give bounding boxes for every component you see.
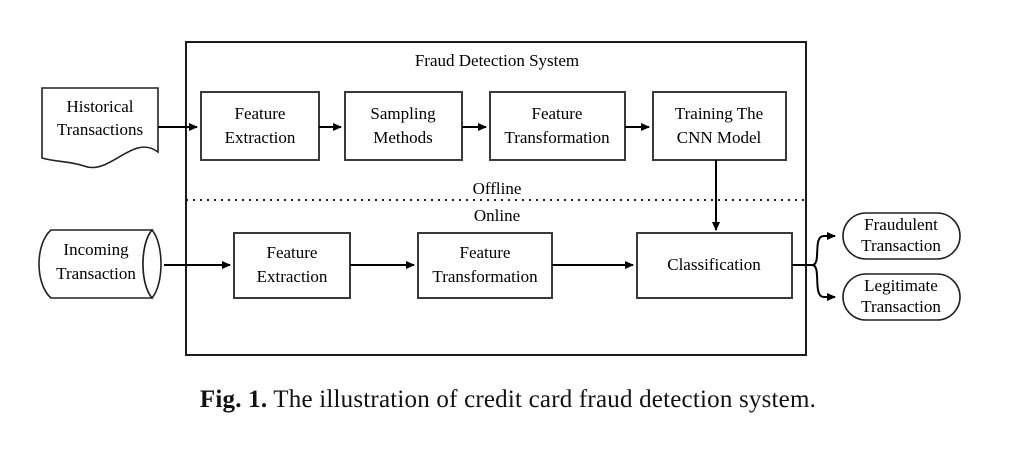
node-label-line2: CNN Model: [677, 128, 762, 147]
node-classification: Classification: [636, 232, 793, 299]
node-offline-training-cnn-model: Training The CNN Model: [652, 91, 787, 161]
node-label-line2: Transaction: [861, 297, 941, 316]
node-online-feature-extraction: Feature Extraction: [233, 232, 351, 299]
cylinder-cap: [142, 228, 162, 300]
arrow-classification-to-fraudulent: [811, 232, 836, 266]
frame-title: Fraud Detection System: [415, 51, 579, 70]
process-box: [233, 232, 351, 299]
process-box: [344, 91, 463, 161]
node-incoming-transaction: Incoming Transaction: [38, 228, 162, 300]
process-box: [636, 232, 793, 299]
node-fraudulent-transaction: Fraudulent Transaction: [842, 212, 961, 260]
online-phase-label: Online: [474, 206, 520, 225]
node-label-line1: Legitimate: [864, 276, 938, 295]
process-box: [200, 91, 320, 161]
node-offline-feature-extraction: Feature Extraction: [200, 91, 320, 161]
node-label-line1: Historical: [66, 97, 133, 116]
node-offline-feature-transformation: Feature Transformation: [489, 91, 626, 161]
node-label-line2: Transformation: [504, 128, 610, 147]
node-label-line2: Extraction: [225, 128, 296, 147]
stadium-shape: [842, 273, 961, 321]
stadium-shape: [842, 212, 961, 260]
node-label-line1: Feature: [267, 243, 318, 262]
node-label-line2: Transformation: [432, 267, 538, 286]
process-box: [489, 91, 626, 161]
node-label-line2: Transactions: [57, 120, 143, 139]
node-label-line1: Sampling: [370, 104, 436, 123]
figure-caption: Fig. 1. The illustration of credit card …: [0, 386, 1016, 414]
node-label-line1: Incoming: [63, 240, 129, 259]
node-label-line1: Classification: [667, 255, 761, 274]
node-label-line1: Feature: [532, 104, 583, 123]
document-shape: [41, 87, 159, 169]
node-label-line2: Transaction: [861, 236, 941, 255]
node-online-feature-transformation: Feature Transformation: [417, 232, 553, 299]
process-box: [652, 91, 787, 161]
node-label-line2: Methods: [373, 128, 433, 147]
system-frame: [185, 41, 807, 356]
node-label-line2: Transaction: [56, 264, 136, 283]
arrow-classification-to-legitimate: [811, 264, 836, 301]
caption-text: The illustration of credit card fraud de…: [273, 386, 817, 413]
node-label-line1: Fraudulent: [864, 215, 938, 234]
node-label-line1: Training The: [675, 104, 763, 123]
node-offline-sampling-methods: Sampling Methods: [344, 91, 463, 161]
node-label-line2: Extraction: [257, 267, 328, 286]
caption-tag: Fig. 1.: [199, 386, 268, 413]
node-historical-transactions: Historical Transactions: [41, 87, 159, 169]
offline-phase-label: Offline: [473, 179, 522, 198]
node-label-line1: Feature: [235, 104, 286, 123]
node-label-line1: Feature: [460, 243, 511, 262]
node-legitimate-transaction: Legitimate Transaction: [842, 273, 961, 321]
